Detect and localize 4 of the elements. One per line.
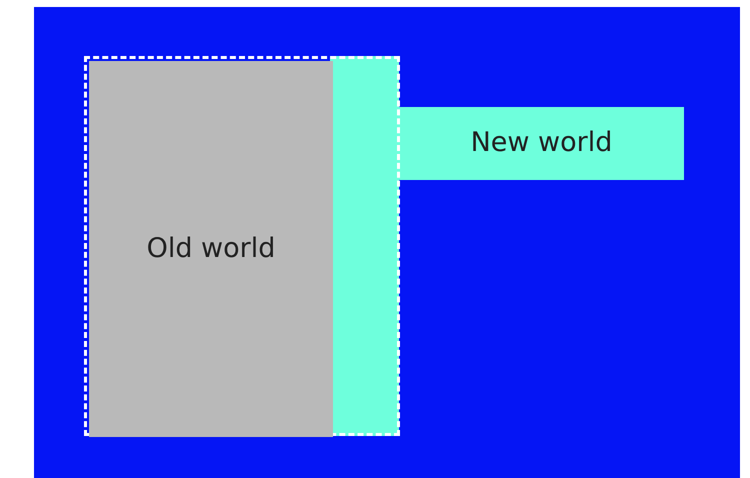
region-block [89, 61, 333, 437]
dashed-frame [84, 56, 400, 436]
region-label: Old world [146, 233, 276, 265]
region-label: New world [470, 127, 614, 159]
